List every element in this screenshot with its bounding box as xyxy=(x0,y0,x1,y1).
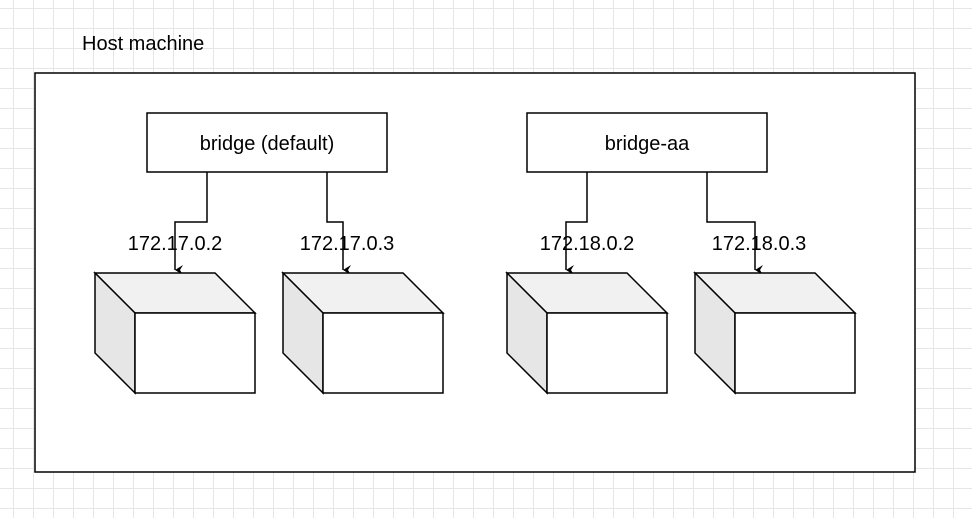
ip-label-172-17-0-3: 172.17.0.3 xyxy=(300,233,395,255)
ip-label-172-18-0-2: 172.18.0.2 xyxy=(540,233,635,255)
connector-bridge-aa-to-container-2 xyxy=(706,172,763,275)
bridge-aa-label: bridge-aa xyxy=(605,133,690,155)
container-cube-172-17-0-2[interactable] xyxy=(93,271,257,395)
connector-bridge-default-to-container-2 xyxy=(326,172,351,275)
bridge-node-default[interactable]: bridge (default) xyxy=(146,112,388,173)
ip-label-172-17-0-2: 172.17.0.2 xyxy=(128,233,223,255)
connector-bridge-default-to-container-1 xyxy=(174,172,208,275)
ip-label-172-18-0-3: 172.18.0.3 xyxy=(712,233,807,255)
bridge-default-label: bridge (default) xyxy=(200,133,335,155)
container-cube-172-17-0-3[interactable] xyxy=(281,271,445,395)
container-cube-172-18-0-3[interactable] xyxy=(693,271,857,395)
container-cube-172-18-0-2[interactable] xyxy=(505,271,669,395)
host-machine-label: Host machine xyxy=(82,33,204,55)
bridge-node-aa[interactable]: bridge-aa xyxy=(526,112,768,173)
connector-bridge-aa-to-container-1 xyxy=(565,172,588,275)
